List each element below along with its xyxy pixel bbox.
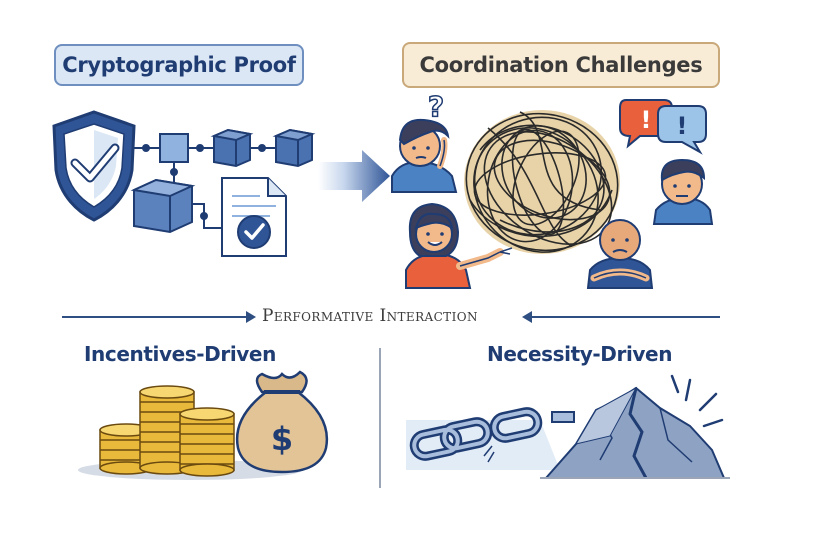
dollar-sign: $: [271, 420, 293, 458]
man-icon: [652, 158, 714, 225]
necessity-driven-label: Necessity-Driven: [487, 342, 673, 366]
bubble-right-text: !: [677, 112, 688, 140]
blockchain-icon: [130, 128, 316, 234]
speech-bubbles-icon: ! !: [619, 99, 707, 155]
broken-chain-icon: [406, 407, 575, 470]
cryptographic-proof-title: Cryptographic Proof: [54, 44, 304, 86]
talking-woman-icon: [405, 202, 513, 289]
tangled-yarn-icon: [464, 110, 620, 254]
right-arrow-head: [522, 311, 532, 323]
coin-stacks-icon: [78, 385, 302, 480]
bubble-left-text: !: [641, 106, 652, 134]
money-bag-icon: $: [235, 370, 329, 474]
cracked-rock-icon: [540, 374, 730, 479]
performative-interaction-label: Performative Interaction: [262, 306, 478, 326]
document-check-icon: [221, 177, 287, 257]
coordination-challenges-title: Coordination Challenges: [402, 42, 720, 88]
left-arrow-head: [246, 311, 256, 323]
interaction-arrows: [62, 311, 720, 323]
shield-check-icon: [52, 110, 136, 222]
confused-person-icon: ?: [391, 89, 458, 193]
incentives-driven-label: Incentives-Driven: [84, 342, 276, 366]
bald-man-icon: [586, 219, 654, 289]
question-mark: ?: [428, 90, 444, 123]
arrow-right-icon: [318, 150, 390, 202]
